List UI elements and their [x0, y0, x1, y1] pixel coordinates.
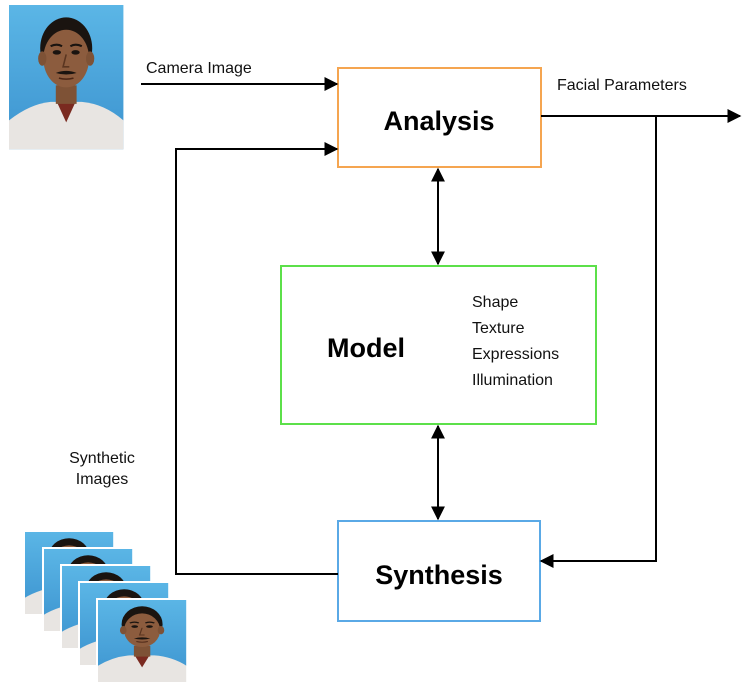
synthetic-images-label-line1: Synthetic [69, 450, 135, 467]
model-title: Model [327, 333, 405, 363]
synthetic-image-stack [23, 530, 189, 684]
model-attr-expressions: Expressions [472, 346, 559, 363]
camera-photo [7, 3, 125, 151]
camera-image-label: Camera Image [146, 60, 252, 77]
model-attr-illumination: Illumination [472, 372, 553, 389]
arrow-synthesis-feedback-to-analysis [175, 142, 339, 575]
synthesis-box [337, 520, 541, 622]
synthetic-photo-5 [96, 598, 189, 684]
model-attr-texture: Texture [472, 320, 525, 337]
model-attr-shape: Shape [472, 294, 518, 311]
arrow-parameters-to-synthesis [539, 116, 657, 568]
analysis-box [337, 67, 542, 168]
synthetic-images-label-line2: Images [76, 471, 128, 488]
synthesis-title: Synthesis [375, 560, 503, 590]
model-box [280, 265, 597, 425]
facial-parameters-label: Facial Parameters [557, 77, 687, 94]
analysis-title: Analysis [383, 106, 494, 136]
